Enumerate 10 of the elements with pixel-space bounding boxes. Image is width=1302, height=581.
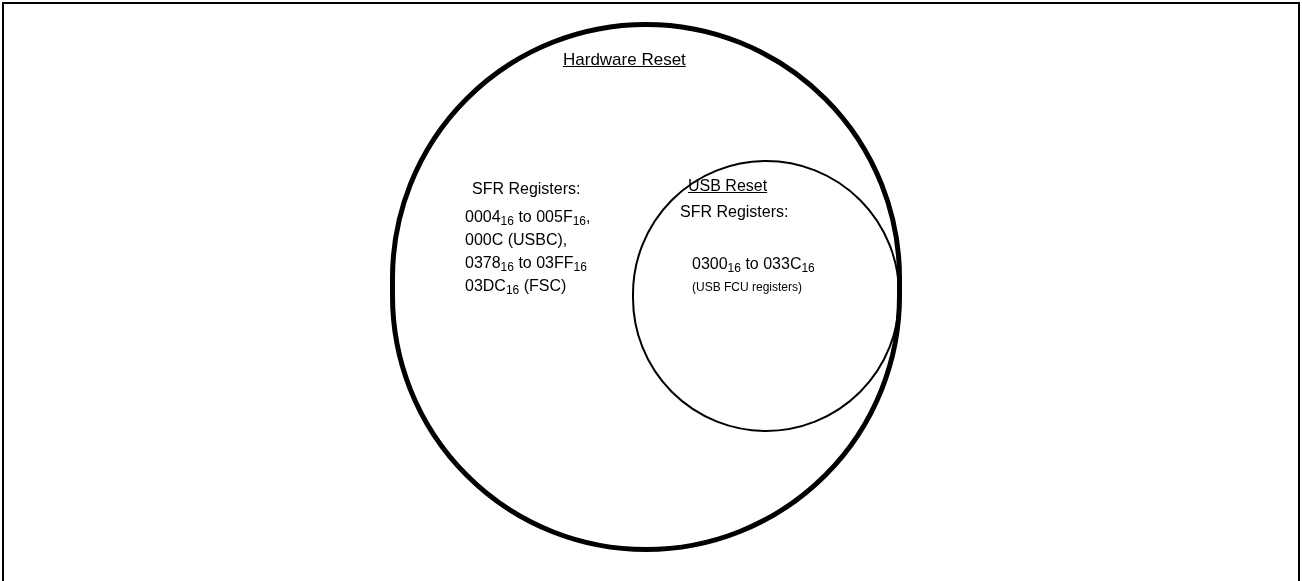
register-range: 03DC$_{16}$ (FSC) — [465, 276, 567, 296]
register-note: (USB FCU registers) — [692, 280, 802, 295]
register-heading: SFR Registers: — [472, 179, 581, 199]
register-range: 0300$_{16}$ to 033C$_{16}$ — [692, 254, 815, 274]
register-range: 0378$_{16}$ to 03FF$_{16}$ — [465, 253, 587, 273]
circle-heading: USB Reset — [688, 176, 768, 196]
register-range: 000C (USBC), — [465, 230, 568, 250]
register-heading: SFR Registers: — [680, 202, 789, 222]
register-range: 0004$_{16}$ to 005F$_{16}$, — [465, 207, 591, 227]
circle-heading: Hardware Reset — [563, 49, 686, 71]
